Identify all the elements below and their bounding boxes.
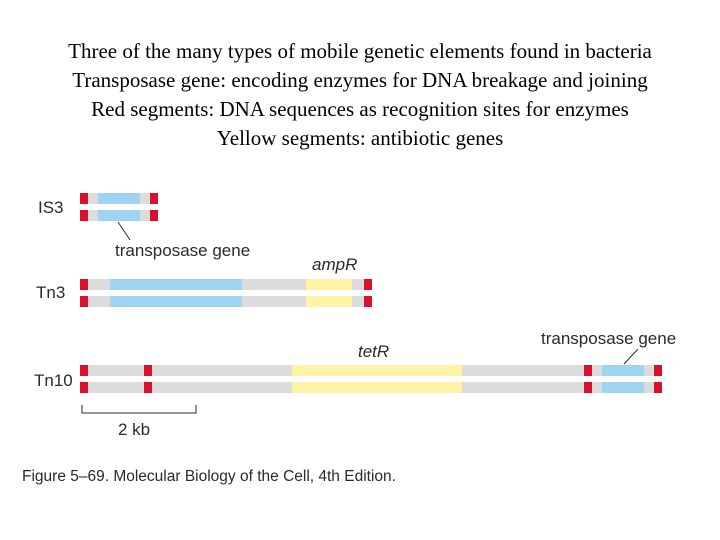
transposase-segment	[98, 193, 140, 204]
tn10-label: Tn10	[34, 371, 73, 390]
title-line-1: Three of the many types of mobile geneti…	[68, 39, 652, 63]
recognition-site	[364, 279, 372, 290]
recognition-site	[80, 193, 88, 204]
is3-strand-top	[80, 193, 158, 204]
ampr-segment	[306, 296, 352, 307]
is3-strand-bottom	[80, 210, 158, 221]
tn10-transposase-pointer	[623, 348, 639, 365]
is3-label: IS3	[38, 198, 64, 217]
recognition-site	[80, 210, 88, 221]
is3-transposase-pointer	[117, 221, 131, 241]
title-line-4: Yellow segments: antibiotic genes	[216, 126, 504, 150]
tetr-segment	[292, 365, 462, 376]
tn10-strand-bottom	[80, 382, 662, 393]
recognition-site	[584, 382, 592, 393]
scale-bar-label: 2 kb	[118, 420, 150, 439]
scale-bar: 2 kb	[81, 405, 197, 439]
recognition-site	[364, 296, 372, 307]
recognition-site	[150, 193, 158, 204]
tn3-strand-top	[80, 279, 372, 290]
title-line-3: Red segments: DNA sequences as recogniti…	[91, 97, 629, 121]
recognition-site	[80, 279, 88, 290]
tn3-label: Tn3	[36, 283, 65, 302]
recognition-site	[654, 382, 662, 393]
ampr-segment	[306, 279, 352, 290]
transposase-segment	[110, 279, 242, 290]
recognition-site	[584, 365, 592, 376]
tn10-tetr-label: tetR	[358, 342, 389, 361]
tn10-strand-top	[80, 365, 662, 376]
scale-bar-line	[81, 405, 197, 414]
is3-transposase-label: transposase gene	[115, 241, 250, 260]
title-line-2: Transposase gene: encoding enzymes for D…	[72, 68, 648, 92]
recognition-site	[654, 365, 662, 376]
transposase-segment	[602, 365, 644, 376]
tn10-element: Tn10 tetR transposase gene	[34, 329, 676, 393]
transposase-segment	[110, 296, 242, 307]
is3-element: IS3 transposase gene	[38, 193, 250, 260]
tn3-element: Tn3 ampR	[36, 255, 372, 307]
recognition-site	[80, 296, 88, 307]
figure-caption: Figure 5–69. Molecular Biology of the Ce…	[22, 468, 396, 485]
recognition-site	[144, 382, 152, 393]
tn3-strand-bottom	[80, 296, 372, 307]
recognition-site	[150, 210, 158, 221]
transposase-segment	[98, 210, 140, 221]
recognition-site	[80, 365, 88, 376]
tetr-segment	[292, 382, 462, 393]
tn3-ampr-label: ampR	[312, 255, 357, 274]
tn10-transposase-label: transposase gene	[541, 329, 676, 348]
slide-title-block: Three of the many types of mobile geneti…	[0, 37, 720, 153]
recognition-site	[80, 382, 88, 393]
transposase-segment	[602, 382, 644, 393]
recognition-site	[144, 365, 152, 376]
